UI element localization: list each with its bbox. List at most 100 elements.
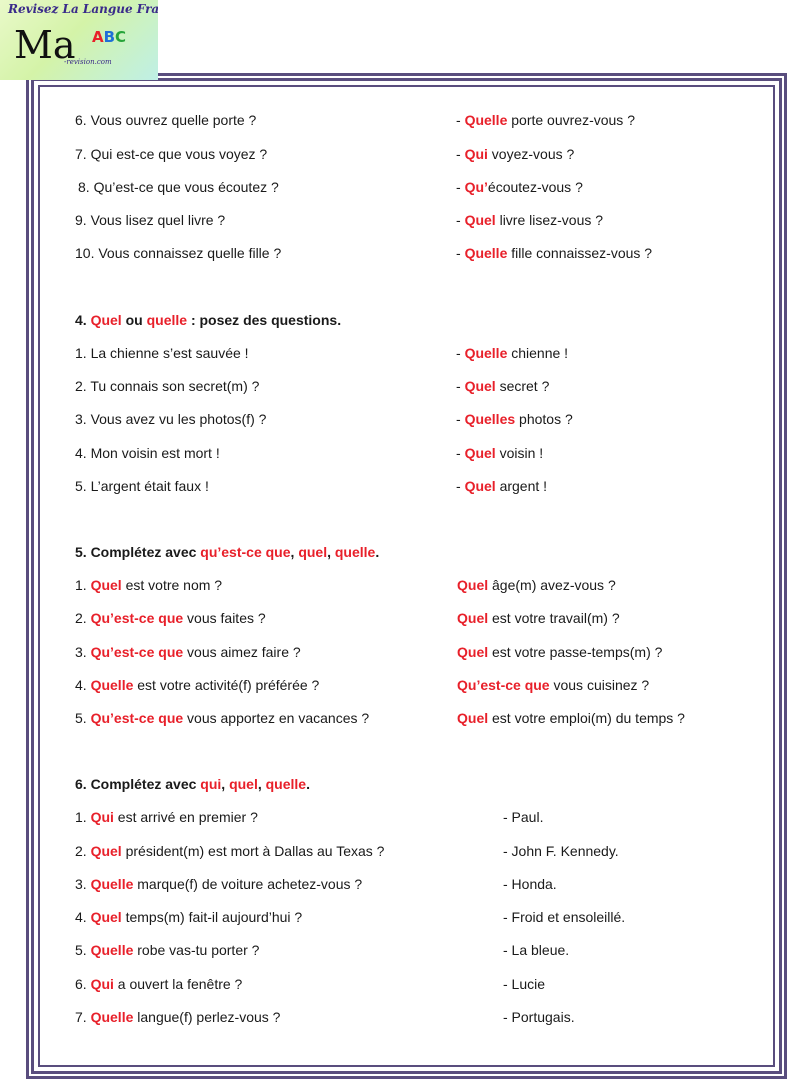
highlighted-word: qu’est-ce que: [200, 544, 291, 560]
answer-text: Quel est votre travail(m) ?: [457, 609, 620, 627]
question-text: 5. L’argent était faux !: [75, 477, 209, 495]
answer-text: - Portugais.: [503, 1008, 575, 1026]
highlighted-word: Quelles: [464, 411, 516, 427]
text-fragment: 10. Vous connaissez quelle fille ?: [75, 245, 282, 261]
question-text: 2. Tu connais son secret(m) ?: [75, 377, 259, 395]
text-fragment: 9. Vous lisez quel livre ?: [75, 212, 226, 228]
highlighted-word: Qu’est-ce que: [90, 610, 184, 626]
text-fragment: robe vas-tu porter ?: [133, 942, 260, 958]
text-fragment: ou: [121, 312, 147, 328]
highlighted-word: Qui: [90, 809, 114, 825]
question-text: 8. Qu’est-ce que vous écoutez ?: [78, 178, 279, 196]
text-fragment: photos ?: [515, 411, 573, 427]
text-fragment: 6.: [75, 976, 91, 992]
highlighted-word: Qu’est-ce que: [457, 677, 550, 693]
text-fragment: 4.: [75, 909, 91, 925]
text-fragment: - Honda.: [503, 876, 557, 892]
text-fragment: 3. Vous avez vu les photos(f) ?: [75, 411, 267, 427]
text-fragment: est votre activité(f) préférée ?: [133, 677, 320, 693]
question-text: 2. Quel président(m) est mort à Dallas a…: [75, 842, 384, 860]
logo-ma-text: Ma: [14, 23, 76, 67]
question-text: 3. Vous avez vu les photos(f) ?: [75, 410, 266, 428]
text-fragment: argent !: [495, 478, 548, 494]
answer-text: Quel est votre emploi(m) du temps ?: [457, 709, 685, 727]
text-fragment: -: [456, 378, 465, 394]
text-fragment: secret ?: [495, 378, 550, 394]
answer-text: - Lucie: [503, 975, 545, 993]
highlighted-word: quel: [229, 776, 258, 792]
text-fragment: vous aimez faire ?: [183, 644, 301, 660]
text-fragment: 5. Complétez avec: [75, 544, 201, 560]
question-text: 4. Quelle est votre activité(f) préférée…: [75, 676, 319, 694]
text-fragment: marque(f) de voiture achetez-vous ?: [133, 876, 363, 892]
text-fragment: voyez-vous ?: [487, 146, 575, 162]
page-border-inner: [38, 85, 775, 1067]
question-text: 1. La chienne s’est sauvée !: [75, 344, 249, 362]
text-fragment: 2.: [75, 843, 91, 859]
highlighted-word: Qu’est-ce que: [90, 644, 184, 660]
text-fragment: chienne !: [507, 345, 569, 361]
text-fragment: .: [375, 544, 380, 560]
text-fragment: 4.: [75, 312, 91, 328]
text-fragment: langue(f) perlez-vous ?: [133, 1009, 281, 1025]
text-fragment: 4. Mon voisin est mort !: [75, 445, 220, 461]
answer-text: Qu’est-ce que vous cuisinez ?: [457, 676, 649, 694]
highlighted-word: qui: [200, 776, 222, 792]
highlighted-word: Qu’: [464, 179, 488, 195]
section-heading: 5. Complétez avec qu’est-ce que, quel, q…: [75, 543, 379, 561]
text-fragment: -: [456, 478, 465, 494]
highlighted-word: Quel: [464, 378, 496, 394]
text-fragment: - Lucie: [503, 976, 546, 992]
question-text: 1. Qui est arrivé en premier ?: [75, 808, 258, 826]
highlighted-word: Quel: [464, 478, 496, 494]
highlighted-word: quel: [298, 544, 328, 560]
logo: Revisez La Langue Française Ma ABC -revi…: [0, 0, 158, 80]
highlighted-word: Quel: [457, 644, 489, 660]
text-fragment: -: [456, 146, 465, 162]
text-fragment: -: [456, 179, 465, 195]
highlighted-word: Quel: [457, 610, 489, 626]
highlighted-word: Quelle: [464, 245, 508, 261]
text-fragment: est arrivé en premier ?: [113, 809, 258, 825]
text-fragment: - Paul.: [503, 809, 544, 825]
question-text: 3. Qu’est-ce que vous aimez faire ?: [75, 643, 301, 661]
text-fragment: 4.: [75, 677, 91, 693]
highlighted-word: Qui: [90, 976, 114, 992]
text-fragment: - Portugais.: [503, 1009, 575, 1025]
section-heading: 6. Complétez avec qui, quel, quelle.: [75, 775, 310, 793]
answer-text: Quel est votre passe-temps(m) ?: [457, 643, 662, 661]
page-border-outer: [26, 73, 787, 1079]
logo-subtitle: -revision.com: [64, 58, 112, 66]
text-fragment: fille connaissez-vous ?: [507, 245, 653, 261]
page-border-middle: [31, 78, 782, 1074]
text-fragment: temps(m) fait-il aujourd’hui ?: [121, 909, 303, 925]
text-fragment: vous faites ?: [183, 610, 266, 626]
question-text: 6. Qui a ouvert la fenêtre ?: [75, 975, 242, 993]
text-fragment: a ouvert la fenêtre ?: [113, 976, 243, 992]
text-fragment: 2. Tu connais son secret(m) ?: [75, 378, 260, 394]
answer-text: - Qui voyez-vous ?: [456, 145, 574, 163]
answer-text: - Paul.: [503, 808, 543, 826]
text-fragment: - John F. Kennedy.: [503, 843, 619, 859]
text-fragment: : posez des questions.: [187, 312, 342, 328]
text-fragment: 1. La chienne s’est sauvée !: [75, 345, 249, 361]
text-fragment: 1.: [75, 577, 91, 593]
highlighted-word: quelle: [146, 312, 188, 328]
logo-letter-a: A: [92, 28, 104, 46]
text-fragment: 7.: [75, 1009, 91, 1025]
highlighted-word: Quel: [90, 577, 122, 593]
text-fragment: -: [456, 345, 465, 361]
text-fragment: est votre nom ?: [121, 577, 223, 593]
highlighted-word: Qui: [464, 146, 488, 162]
text-fragment: 3.: [75, 876, 91, 892]
highlighted-word: Quel: [90, 909, 122, 925]
text-fragment: 6. Vous ouvrez quelle porte ?: [75, 112, 257, 128]
question-text: 1. Quel est votre nom ?: [75, 576, 222, 594]
text-fragment: 5.: [75, 710, 91, 726]
text-fragment: 5. L’argent était faux !: [75, 478, 209, 494]
highlighted-word: Quelle: [90, 677, 134, 693]
logo-letter-b: B: [103, 28, 116, 46]
highlighted-word: Quelle: [90, 942, 134, 958]
text-fragment: -: [456, 212, 465, 228]
question-text: 10. Vous connaissez quelle fille ?: [75, 244, 281, 262]
